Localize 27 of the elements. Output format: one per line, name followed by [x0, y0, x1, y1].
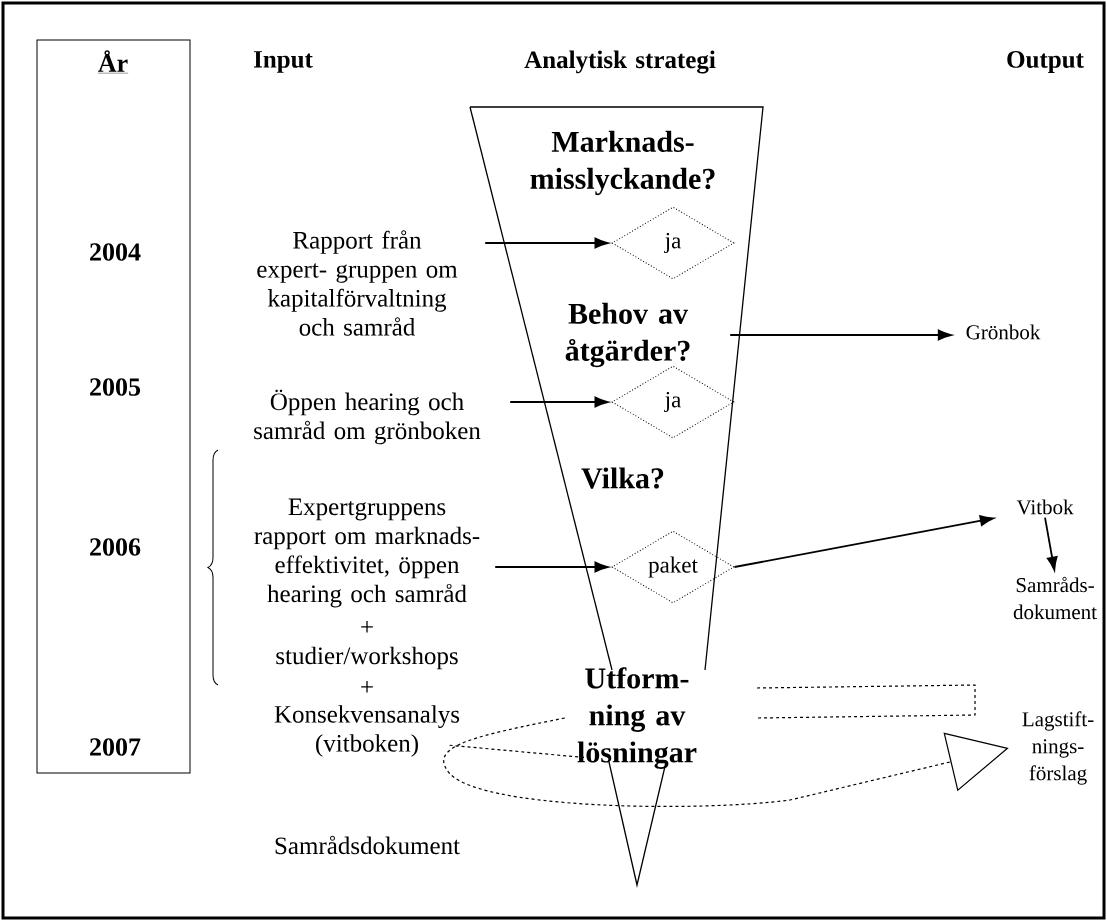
column-heading: Input	[253, 51, 313, 73]
column-heading: Output	[1007, 51, 1084, 73]
input-text: studier/workshops	[276, 646, 458, 670]
plus-sign: +	[361, 620, 373, 633]
column-heading: Analytisk strategi	[524, 50, 716, 74]
document-text: Öppen hearing och samråd om grönboken	[254, 389, 481, 445]
document-text: Vitbok	[1016, 499, 1074, 515]
year-column: År 2004 2005 2006 2007	[36, 39, 191, 774]
document-text: Lagstift- nings- förslag	[1022, 711, 1094, 785]
input-text: Samrådsdokument	[275, 835, 460, 855]
arrow	[443, 717, 1009, 808]
arrow	[729, 329, 952, 341]
input-text: Konsekvensanalys (vitboken)	[274, 705, 460, 757]
document-text: Grönbok	[966, 324, 1041, 340]
document-text: Expertgruppens rapport om marknads- effektivitet, öppen hearing och samråd	[254, 498, 480, 608]
arrow	[733, 515, 994, 568]
document-text: Rapport från expert- gruppen om kapitalförvaltning och samråd	[257, 230, 458, 336]
question-text: Behov av åtgärder?	[565, 302, 690, 368]
plus-sign: +	[361, 680, 373, 693]
question-text: Utform- ning av lösningar	[577, 667, 697, 769]
document-text: Samråds- dokument	[1013, 576, 1097, 620]
question-text: Vilka?	[581, 467, 664, 489]
arrow	[484, 237, 609, 249]
arrow	[1044, 516, 1058, 571]
arrow	[509, 396, 609, 408]
question-text: Marknads- misslyckande?	[530, 130, 715, 196]
arrow	[494, 561, 609, 573]
